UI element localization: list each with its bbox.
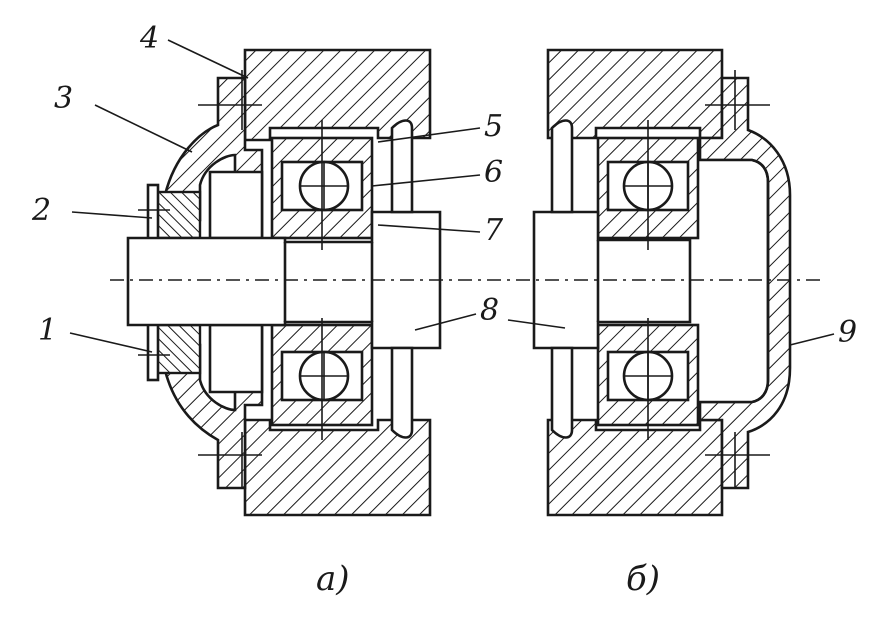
housing-wall-b-bottom (546, 418, 724, 517)
housing-wall-a-top (243, 48, 432, 142)
label-4: 4 (139, 21, 159, 56)
label-6: 6 (484, 155, 503, 190)
label-8: 8 (480, 293, 499, 328)
view-b (532, 48, 792, 517)
view-a (126, 48, 442, 517)
label-1: 1 (38, 313, 57, 348)
label-5: 5 (484, 109, 503, 144)
cover-9-hollow (700, 160, 752, 402)
spacer-b-top (550, 119, 574, 214)
spacer-a-bottom (390, 346, 414, 439)
cover-hollow-b (208, 323, 264, 394)
caption-a: а) (316, 559, 350, 599)
label-7: 7 (484, 213, 504, 248)
caption-b: б) (626, 559, 660, 599)
spacer-b-bottom (550, 346, 574, 439)
housing-wall-b-top (546, 48, 724, 140)
spacer-a-top (390, 119, 414, 214)
leader-lines (69, 39, 835, 353)
gland-ring-top (146, 183, 160, 245)
label-3: 3 (54, 81, 73, 116)
gland-ring-bottom (146, 318, 160, 382)
cover-hollow (208, 170, 264, 240)
label-2: 2 (31, 193, 51, 228)
bearing-a-bottom (270, 323, 374, 427)
seal-1 (150, 323, 202, 375)
housing-wall-a-bottom (243, 418, 432, 517)
seal-2 (150, 190, 202, 240)
label-9: 9 (838, 315, 857, 350)
